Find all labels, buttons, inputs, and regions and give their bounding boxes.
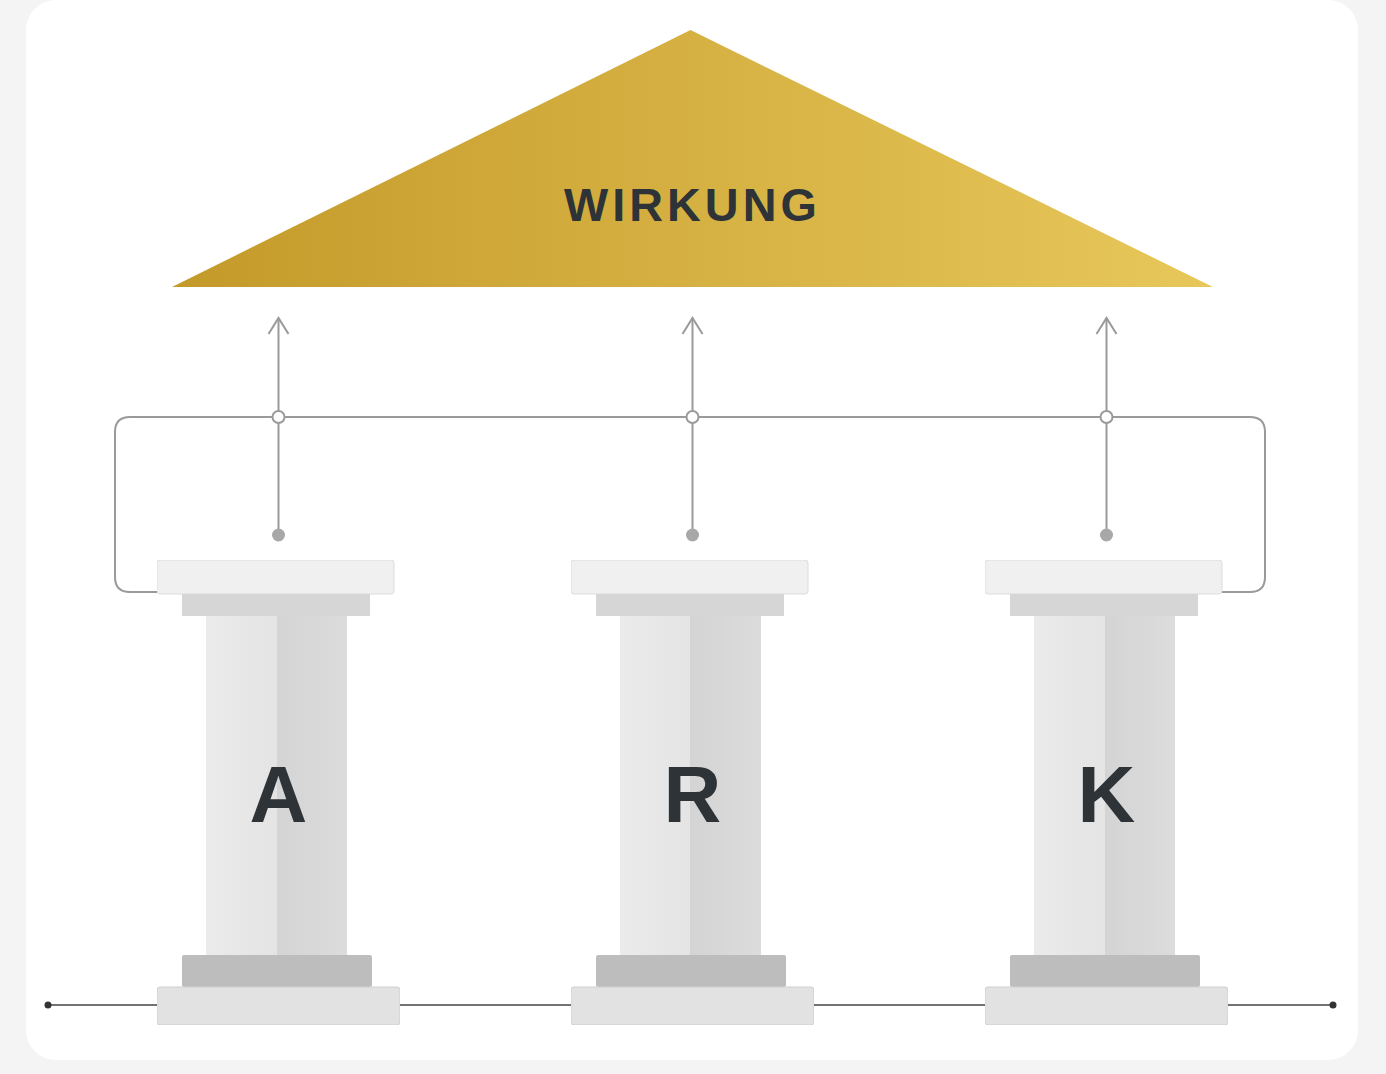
pillar-node: K	[985, 560, 1228, 1025]
roof-triangle	[172, 30, 1213, 287]
pillar-letter: K	[985, 755, 1228, 835]
pillar-letter: R	[571, 755, 814, 835]
pillar-part	[157, 560, 394, 594]
pillar-part	[157, 987, 400, 1025]
pillar-part	[985, 560, 1222, 594]
pillar-node: R	[571, 560, 814, 1025]
arrow-connector	[269, 318, 289, 542]
ground-dot	[1330, 1002, 1337, 1009]
pillar-part	[596, 955, 786, 987]
ground-dot	[45, 1002, 52, 1009]
roof-node: WIRKUNG	[172, 30, 1213, 287]
pillar-part	[182, 955, 372, 987]
pillar-node: A	[157, 560, 400, 1025]
pillar-part	[1010, 594, 1198, 616]
pillar-part	[596, 594, 784, 616]
arrow-connector	[683, 318, 703, 542]
arrow-connector	[1097, 318, 1117, 542]
pillar-part	[985, 987, 1228, 1025]
pillar-part	[1010, 955, 1200, 987]
pillar-letter: A	[157, 755, 400, 835]
pillar-part	[571, 987, 814, 1025]
pillar-part	[571, 560, 808, 594]
roof-title: WIRKUNG	[172, 182, 1213, 229]
pillar-part	[182, 594, 370, 616]
roof-shape	[172, 30, 1213, 287]
